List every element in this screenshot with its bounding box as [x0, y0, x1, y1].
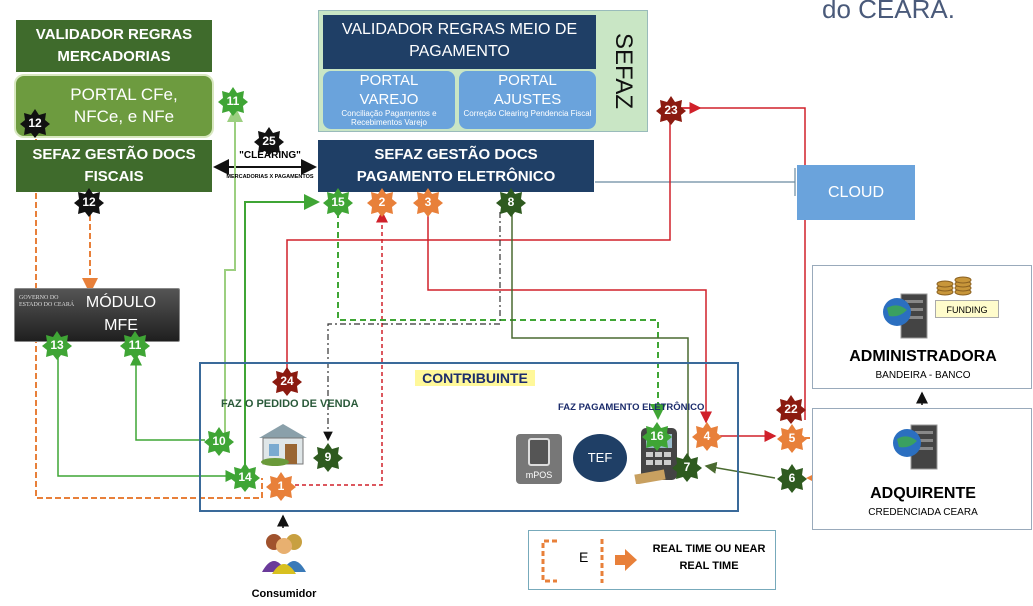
- ceara-logo: GOVERNO DO ESTADO DO CEARÁ: [19, 295, 75, 308]
- administradora-label: ADMINISTRADORA: [849, 348, 997, 365]
- sefaz-label-wrap: SEFAZ: [603, 33, 643, 109]
- badge-15: 15: [323, 187, 353, 217]
- portal-varejo-title: PORTAL VAREJO: [359, 72, 419, 108]
- badge-10: 10: [204, 426, 234, 456]
- coins-icon: [935, 270, 975, 298]
- badge-9: 9: [313, 442, 343, 472]
- server-globe-icon-2: [887, 415, 945, 473]
- adquirente-box: ADQUIRENTE CREDENCIADA CEARA: [812, 408, 1032, 530]
- badge-14: 14: [230, 462, 260, 492]
- sefaz-group: VALIDADOR REGRAS MEIO DE PAGAMENTO SEFAZ…: [318, 10, 648, 132]
- badge-1: 1: [266, 471, 296, 501]
- tef-circle: TEF: [573, 434, 627, 482]
- mpos-device-icon: mPOS: [516, 434, 562, 484]
- adquirente-label: ADQUIRENTE: [870, 485, 976, 502]
- badge-12-portal: 12: [20, 108, 50, 138]
- administradora-sublabel: BANDEIRA - BANCO: [875, 370, 971, 381]
- legend-e: E: [579, 549, 589, 565]
- badge-7: 7: [672, 452, 702, 482]
- badge-3: 3: [413, 187, 443, 217]
- badge-11-mfe: 11: [120, 330, 150, 360]
- portal-ajustes-box[interactable]: PORTAL AJUSTES Correção Clearing Pendenc…: [459, 71, 596, 129]
- administradora-box: FUNDING ADMINISTRADORA BANDEIRA - BANCO: [812, 265, 1032, 389]
- clearing-sublabel: MERCADORIAS X PAGAMENTOS: [226, 174, 314, 180]
- consumer-icon: [256, 530, 312, 574]
- store-icon: [255, 420, 311, 466]
- contribuinte-label: CONTRIBUINTE: [415, 370, 535, 386]
- portal-ajustes-title: PORTAL AJUSTES: [493, 72, 562, 108]
- sefaz-gestao-pagamento-box: SEFAZ GESTÃO DOCS PAGAMENTO ELETRÔNICO: [318, 140, 594, 192]
- consumer-label: Consumidor: [251, 588, 317, 600]
- badge-6: 6: [777, 463, 807, 493]
- mpos-label: mPOS: [525, 470, 553, 480]
- badge-4: 4: [692, 421, 722, 451]
- header-fragment: do CEARA.: [822, 0, 955, 24]
- badge-23: 23: [656, 95, 686, 125]
- adquirente-sublabel: CREDENCIADA CEARA: [868, 507, 978, 518]
- portal-varejo-subtitle: Conciliação Pagamentos e Recebimentos Va…: [341, 109, 437, 127]
- badge-2: 2: [367, 187, 397, 217]
- badge-16: 16: [642, 421, 672, 451]
- badge-8: 8: [496, 187, 526, 217]
- sefaz-gestao-fiscais-box: SEFAZ GESTÃO DOCS FISCAIS: [16, 140, 212, 192]
- validador-pagamento-box: VALIDADOR REGRAS MEIO DE PAGAMENTO: [323, 15, 596, 69]
- sefaz-label: SEFAZ: [610, 33, 637, 110]
- server-globe-icon: [877, 284, 935, 342]
- validador-mercadorias-box: VALIDADOR REGRAS MERCADORIAS: [16, 20, 212, 72]
- dashed-loop-icon: [541, 539, 557, 583]
- modulo-mfe-box: GOVERNO DO ESTADO DO CEARÁ MÓDULO MFE: [14, 288, 180, 342]
- portal-ajustes-subtitle: Correção Clearing Pendencia Fiscal: [463, 109, 592, 118]
- badge-25: 25: [254, 126, 284, 156]
- portal-cfe-box: PORTAL CFe, NFCe, e NFe: [14, 74, 214, 138]
- mpos-phone-icon: [528, 438, 550, 466]
- badge-12-fiscal: 12: [74, 187, 104, 217]
- badge-11-portal: 11: [218, 86, 248, 116]
- faz-pedido-label: FAZ O PEDIDO DE VENDA: [221, 398, 359, 410]
- clearing-label: "CLEARING": [239, 150, 301, 161]
- dashed-vertical-icon: [600, 539, 604, 583]
- badge-5: 5: [777, 423, 807, 453]
- portal-varejo-box[interactable]: PORTAL VAREJO Conciliação Pagamentos e R…: [323, 71, 455, 129]
- badge-22: 22: [776, 394, 806, 424]
- badge-13: 13: [42, 330, 72, 360]
- cloud-box: CLOUD: [797, 165, 915, 220]
- badge-24: 24: [272, 366, 302, 396]
- faz-pagamento-label: FAZ PAGAMENTO ELETRÔNICO: [558, 402, 705, 413]
- modulo-mfe-label: MÓDULO MFE: [85, 294, 157, 334]
- legend-text: REAL TIME OU NEAR REAL TIME: [652, 543, 766, 572]
- funding-label: FUNDING: [935, 300, 999, 318]
- legend-box: E REAL TIME OU NEAR REAL TIME: [528, 530, 776, 590]
- orange-arrow-icon: [615, 549, 637, 571]
